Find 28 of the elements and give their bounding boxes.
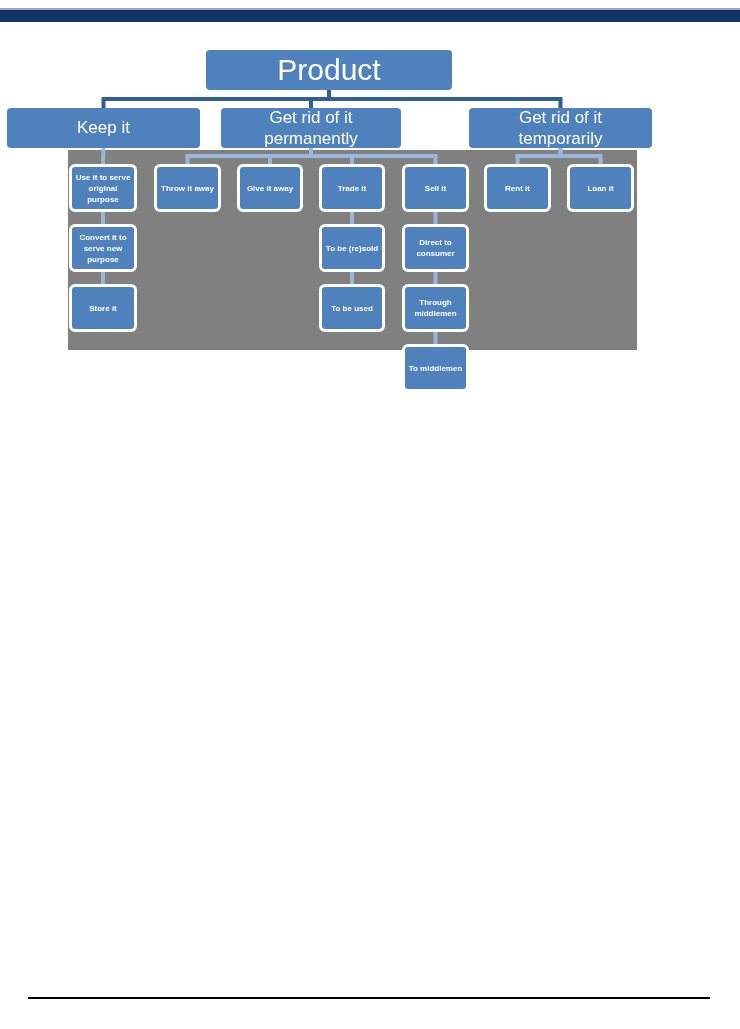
connector-line <box>350 212 354 224</box>
option-box: Sell it <box>402 164 469 212</box>
connector-line <box>101 212 105 224</box>
category-box: Keep it <box>7 108 200 148</box>
connector-line <box>433 212 438 224</box>
option-box: Loan it <box>567 164 634 212</box>
option-box: Give it away <box>237 164 303 212</box>
category-box: Get rid of it permanently <box>221 108 401 148</box>
option-box: Use it to serve original purpose <box>69 164 137 212</box>
option-box: To middlemen <box>402 344 469 392</box>
connector-line <box>101 272 105 284</box>
option-box: Store it <box>69 284 137 332</box>
connector-line <box>327 90 563 108</box>
option-box: Rent it <box>484 164 551 212</box>
option-box: Direct to consumer <box>402 224 469 272</box>
option-box: Trade it <box>319 164 385 212</box>
category-box: Get rid of it temporarily <box>469 108 652 148</box>
connector-line <box>350 272 354 284</box>
option-box: To be (re)sold <box>319 224 385 272</box>
connector-line <box>433 332 438 344</box>
option-box: Convert it to serve new purpose <box>69 224 137 272</box>
option-box: To be used <box>319 284 385 332</box>
connector-line <box>433 272 438 284</box>
option-box: Throw it away <box>154 164 221 212</box>
category-box: Product <box>206 50 452 90</box>
option-box: Through middlemen <box>402 284 469 332</box>
connector-line <box>558 148 603 164</box>
connector-line <box>101 147 106 165</box>
